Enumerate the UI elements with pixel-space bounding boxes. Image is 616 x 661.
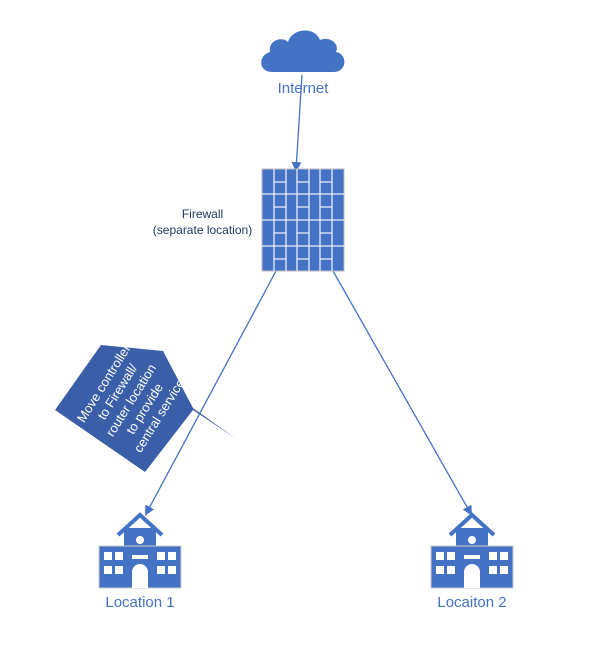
connector-internet-firewall — [291, 74, 303, 172]
location1-label: Location 1 — [105, 594, 175, 611]
firewall-label: Firewall (separate location) — [140, 206, 265, 238]
location2-label: Locaiton 2 — [437, 594, 507, 611]
connector-firewall-location1 — [145, 270, 277, 516]
connector-firewall-location2 — [332, 270, 472, 516]
school-building-icon — [97, 513, 183, 590]
firewall-label-line2: (separate location) — [152, 223, 253, 237]
firewall-label-line1: Firewall — [181, 207, 224, 221]
callout-arrow-shape — [55, 313, 235, 472]
firewall-icon — [261, 168, 345, 272]
cloud-icon — [261, 30, 345, 72]
internet-label: Internet — [277, 80, 329, 97]
school-building-icon — [429, 513, 515, 590]
